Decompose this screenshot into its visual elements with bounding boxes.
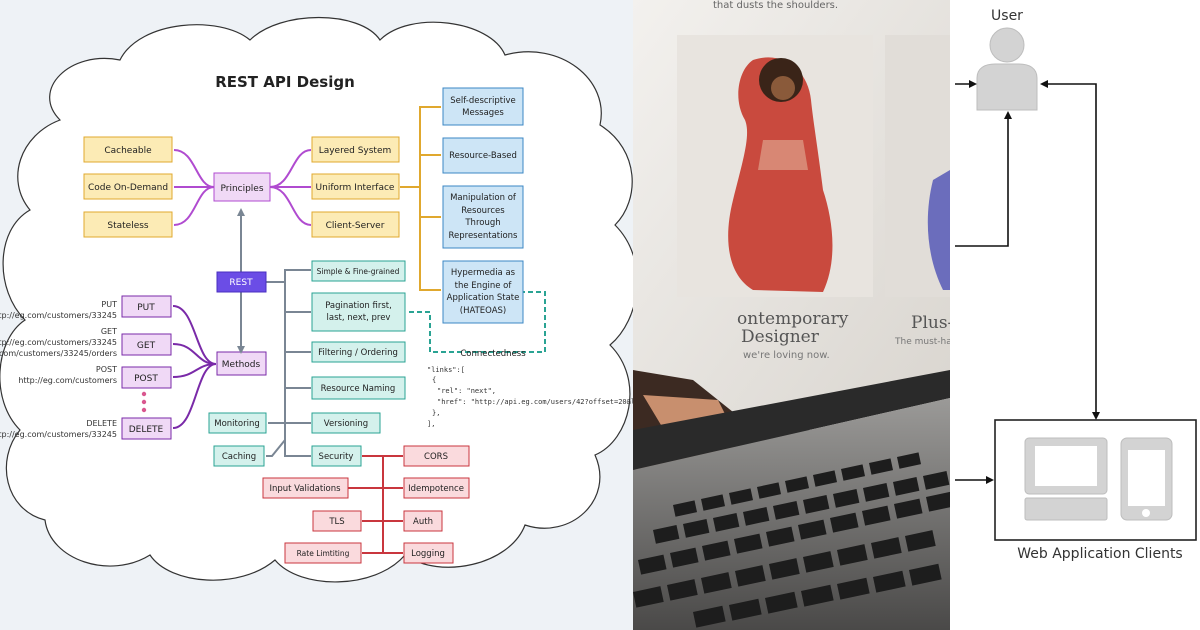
links-json-snippet: "links":[ { "rel": "next", "href": "http…: [427, 366, 633, 428]
principle-stateless: Stateless: [107, 221, 149, 231]
method-get-verb: GET: [101, 327, 117, 336]
method-get-node: GET: [137, 341, 156, 351]
architecture-diagram: User: [955, 8, 1197, 562]
photo-label-left: ontemporary: [737, 309, 849, 329]
security-input-validations: Input Validations: [269, 484, 341, 494]
more-methods-dots: [141, 391, 147, 413]
principle-code-on-demand: Code On-Demand: [88, 183, 168, 193]
photo-label-right: Plus-: [911, 313, 950, 333]
principle-cacheable: Cacheable: [104, 146, 152, 156]
method-post-url: http://eg.com/customers: [18, 376, 117, 385]
principle-client-server: Client-Server: [326, 221, 385, 231]
photo-caption-top: that dusts the shoulders.: [713, 0, 838, 11]
svg-text:{: {: [432, 376, 436, 384]
laptop-photo-panel: that dusts the shoulders. ontemporary De…: [633, 0, 950, 630]
photo-label-right2: The must-ha: [894, 337, 950, 347]
diagram-title: REST API Design: [215, 73, 355, 91]
security-cors: CORS: [424, 452, 448, 462]
method-post-node: POST: [134, 374, 158, 384]
method-delete-verb: DELETE: [86, 419, 117, 428]
feature-resource-naming: Resource Naming: [321, 384, 396, 394]
feature-pagination: Pagination first, last, next, prev: [325, 301, 392, 323]
method-put-node: PUT: [137, 303, 155, 313]
keyboard-keys: [633, 452, 950, 628]
method-put-verb: PUT: [101, 300, 117, 309]
security-auth: Auth: [413, 517, 433, 527]
principles-node: Principles: [220, 184, 263, 194]
ui-self-descriptive-messages: Self-descriptive Messages: [450, 95, 516, 118]
clients-label: Web Application Clients: [1017, 546, 1182, 562]
feature-versioning: Versioning: [324, 419, 368, 429]
security-tls: TLS: [328, 517, 344, 527]
svg-text:"links":[: "links":[: [427, 366, 465, 374]
user-label: User: [991, 8, 1023, 24]
rest-api-diagram: REST API Design: [0, 17, 633, 583]
method-get-url: http://eg.com/customers/33245: [0, 338, 117, 347]
photo-label-left3: we're loving now.: [743, 350, 830, 361]
security-idempotence: Idempotence: [408, 484, 464, 494]
photo-label-left2: Designer: [741, 327, 820, 347]
svg-text:},: },: [432, 409, 440, 417]
principle-uniform-interface: Uniform Interface: [316, 183, 395, 193]
user-icon: [976, 27, 1038, 111]
method-delete-url: http://eg.com/customers/33245: [0, 430, 117, 439]
ui-hateoas: Hypermedia as the Engine of Application …: [446, 268, 520, 316]
mobile-icon: [1120, 437, 1173, 521]
principle-layered-system: Layered System: [319, 146, 392, 156]
svg-text:"href": "http://api.eg.com/use: "href": "http://api.eg.com/users/42?offs…: [437, 398, 633, 406]
security-rate-limiting: Rate Limtiting: [297, 549, 350, 558]
feature-security: Security: [319, 452, 354, 462]
connectedness-label: Connectedness: [460, 349, 526, 359]
desktop-icon: [1024, 437, 1108, 521]
method-delete-node: DELETE: [129, 425, 164, 435]
rest-api-diagram-panel: REST API Design: [0, 0, 633, 630]
rest-root-node: REST: [229, 278, 253, 288]
method-put-url: http://eg.com/customers/33245: [0, 311, 117, 320]
feature-simple-fine-grained: Simple & Fine-grained: [317, 267, 400, 276]
methods-node: Methods: [222, 360, 261, 370]
method-post-verb: POST: [96, 365, 117, 374]
ui-resource-based: Resource-Based: [449, 151, 517, 161]
feature-filtering-ordering: Filtering / Ordering: [318, 348, 398, 358]
monitoring-node: Monitoring: [214, 419, 259, 429]
security-logging: Logging: [411, 549, 445, 559]
svg-text:"rel": "next",: "rel": "next",: [437, 387, 496, 395]
caching-node: Caching: [222, 452, 256, 462]
architecture-panel: User: [950, 0, 1200, 630]
ui-manipulation-through-representations: Manipulation of Resources Through Repres…: [448, 193, 518, 241]
svg-text:],: ],: [427, 420, 435, 428]
laptop-photo: that dusts the shoulders. ontemporary De…: [633, 0, 950, 630]
method-get-url2: eg.com/customers/33245/orders: [0, 349, 117, 358]
